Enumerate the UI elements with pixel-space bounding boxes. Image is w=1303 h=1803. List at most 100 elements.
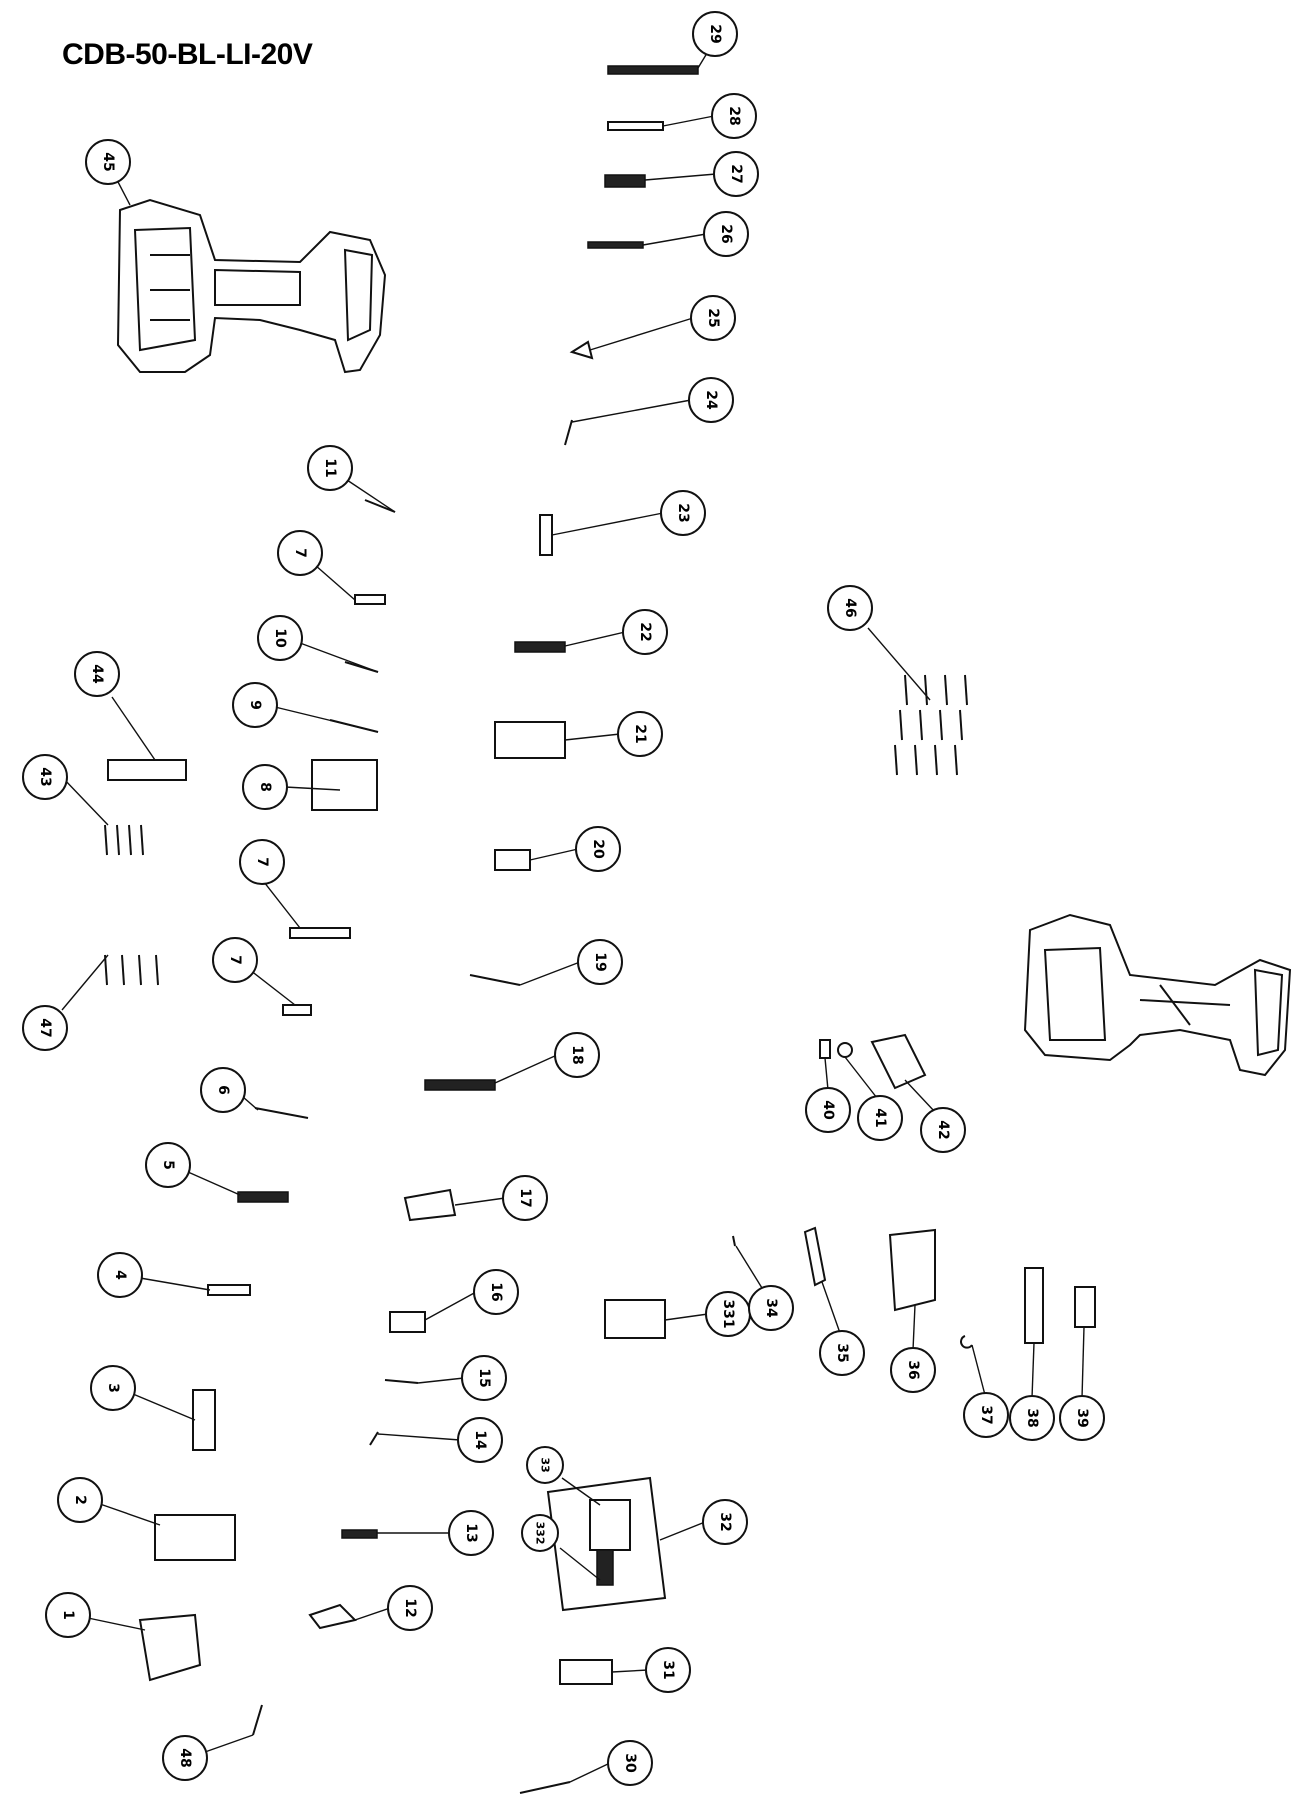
callout-31-label: 30: [622, 1753, 638, 1773]
part-27: [587, 241, 644, 249]
callout-11: 10: [257, 615, 303, 661]
diagram-title: CDB-50-BL-LI-20V: [62, 38, 313, 71]
callout-5-label: 5: [160, 1160, 176, 1170]
callout-34-label: 331: [720, 1299, 736, 1328]
callout-44: 43: [22, 754, 68, 800]
callout-15-label: 14: [472, 1430, 488, 1450]
callout-35: 34: [748, 1285, 794, 1331]
part-32: [559, 1659, 613, 1685]
callout-22: 21: [617, 711, 663, 757]
callout-33-label: 32: [717, 1512, 733, 1531]
callout-33: 32: [702, 1499, 748, 1545]
callout-21: 20: [575, 826, 621, 872]
part-13: [308, 1603, 357, 1630]
callout-7a: 7: [277, 530, 323, 576]
callout-31: 30: [607, 1740, 653, 1786]
part-43: [870, 1033, 927, 1090]
part-31: [519, 1781, 571, 1794]
part-40: [1074, 1286, 1096, 1328]
callout-4: 4: [97, 1252, 143, 1298]
callout-12: 11: [307, 445, 353, 491]
callout-21-label: 20: [590, 839, 606, 859]
callout-25: 24: [688, 377, 734, 423]
part-38: [960, 1335, 973, 1349]
callout-39-label: 38: [1024, 1408, 1040, 1427]
part-39: [1024, 1267, 1044, 1344]
part-14: [341, 1529, 378, 1539]
part-20: [469, 974, 521, 986]
callout-17-label: 16: [488, 1282, 504, 1301]
part-49: [252, 1704, 263, 1736]
part-2: [154, 1514, 236, 1561]
callout-18-label: 17: [517, 1188, 533, 1207]
callout-9: 8: [242, 764, 288, 810]
part-7a: [354, 594, 386, 605]
callout-46: 45: [85, 139, 131, 185]
part-34: [604, 1299, 666, 1339]
callout-23: 22: [622, 609, 668, 655]
part-23: [514, 641, 566, 653]
callout-45-label: 44: [89, 664, 105, 684]
part-25: [564, 419, 573, 446]
callout-20: 19: [577, 939, 623, 985]
part-33-motor-assembly: [546, 1476, 667, 1612]
part-5: [237, 1191, 289, 1203]
part-47-screws: [894, 674, 968, 776]
part-housing-right: [1023, 913, 1292, 1077]
callout-20-label: 19: [592, 952, 608, 971]
callout-47-label: 46: [842, 598, 858, 617]
callout-17: 16: [473, 1269, 519, 1315]
callout-16: 15: [461, 1355, 507, 1401]
callout-47: 46: [827, 585, 873, 631]
callout-5: 5: [145, 1142, 191, 1188]
callout-44-label: 43: [37, 767, 53, 786]
callout-331: 332: [521, 1514, 559, 1552]
callout-6: 6: [200, 1067, 246, 1113]
part-41: [819, 1039, 831, 1059]
callout-40-label: 39: [1074, 1408, 1090, 1427]
part-18: [403, 1188, 457, 1222]
part-12: [364, 499, 396, 513]
callout-1: 1: [45, 1592, 91, 1638]
callout-42: 41: [857, 1095, 903, 1141]
callout-2: 2: [57, 1477, 103, 1523]
callout-43-label: 42: [935, 1120, 951, 1139]
callout-3: 3: [90, 1365, 136, 1411]
callout-29: 28: [711, 93, 757, 139]
callout-2-label: 2: [72, 1495, 88, 1505]
part-46-housing-left: [116, 198, 387, 374]
part-44-screws: [104, 824, 144, 856]
callout-9-label: 8: [257, 782, 273, 792]
callout-11-label: 10: [272, 628, 288, 648]
callout-36: 35: [819, 1330, 865, 1376]
part-8: [289, 927, 351, 939]
callout-27: 26: [703, 211, 749, 257]
part-24: [539, 514, 553, 556]
callout-41-label: 40: [820, 1100, 836, 1120]
callout-3-label: 3: [105, 1383, 121, 1393]
callout-30: 29: [692, 11, 738, 57]
part-45: [107, 759, 187, 781]
callout-46-label: 45: [100, 152, 116, 171]
callout-332: 33: [526, 1446, 564, 1484]
callout-49: 48: [162, 1735, 208, 1781]
part-29: [607, 121, 664, 131]
callout-26-label: 25: [705, 308, 721, 327]
part-9: [311, 759, 378, 811]
callout-37: 36: [890, 1347, 936, 1393]
part-37: [888, 1228, 936, 1312]
callout-10: 9: [232, 682, 278, 728]
callout-13: 12: [387, 1585, 433, 1631]
callout-23-label: 22: [637, 622, 653, 641]
callout-22-label: 21: [632, 724, 648, 743]
callout-28-label: 27: [728, 164, 744, 183]
callout-41: 40: [805, 1087, 851, 1133]
callout-12-label: 11: [322, 458, 338, 477]
callout-38: 37: [963, 1392, 1009, 1438]
callout-4-label: 4: [112, 1270, 128, 1280]
part-48-screws: [104, 954, 159, 986]
part-35: [732, 1235, 736, 1247]
part-28: [604, 174, 646, 188]
part-16: [384, 1379, 419, 1384]
